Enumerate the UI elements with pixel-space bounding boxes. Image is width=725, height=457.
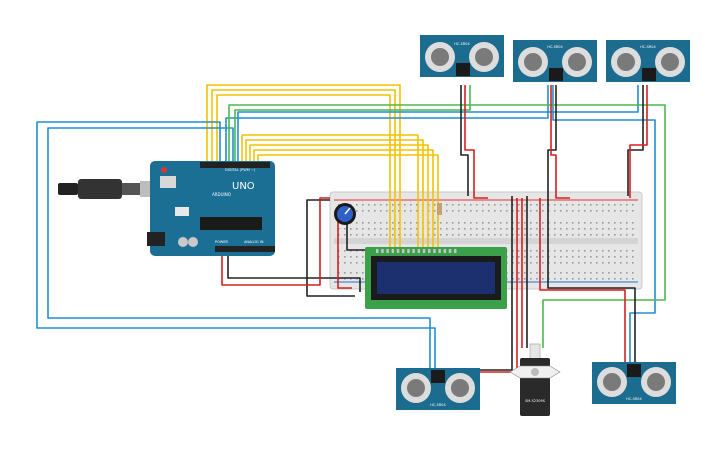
- sensor-label: HC-SR04: [640, 45, 656, 49]
- green-wires[interactable]: [228, 85, 666, 348]
- sensor-label: HC-SR04: [430, 403, 446, 407]
- ultrasonic-sensor-top-middle[interactable]: HC-SR04: [513, 40, 597, 82]
- sensor-label: HC-SR04: [547, 45, 563, 49]
- yellow-wires[interactable]: [206, 84, 439, 247]
- servo-motor[interactable]: SM-S2309S: [509, 343, 561, 416]
- digital-header-label: DIGITAL (PWM ~): [225, 168, 256, 172]
- sensor-label: HC-SR04: [626, 397, 642, 401]
- microcontroller-chip: [200, 217, 262, 230]
- ultrasonic-sensor-top-right[interactable]: HC-SR04: [606, 40, 690, 82]
- servo-label: SM-S2309S: [525, 399, 546, 403]
- ultrasonic-sensor-bottom-right[interactable]: HC-SR04: [592, 362, 676, 404]
- arduino-board[interactable]: UNO ARDUINO DIGITAL (PWM ~) POWER ANALOG…: [147, 161, 275, 256]
- reset-button-housing: [160, 176, 176, 188]
- analog-header-label: ANALOG IN: [244, 240, 264, 244]
- reset-button[interactable]: [161, 167, 167, 173]
- power-wires[interactable]: [221, 85, 648, 373]
- wires: [36, 84, 666, 373]
- arduino-brand-label: UNO: [232, 181, 255, 192]
- potentiometer[interactable]: [334, 203, 356, 225]
- capacitor-1: [178, 237, 188, 247]
- sensor-label: HC-SR04: [454, 42, 470, 46]
- lcd-screen: [377, 262, 495, 294]
- blue-wires[interactable]: [36, 85, 656, 370]
- usb-cable: [58, 179, 160, 199]
- power-header-label: POWER: [215, 240, 229, 244]
- lcd-display[interactable]: [365, 247, 507, 309]
- capacitor-2: [188, 237, 198, 247]
- ultrasonic-sensor-bottom-left[interactable]: HC-SR04: [396, 368, 480, 410]
- ultrasonic-sensor-top-left[interactable]: HC-SR04: [420, 35, 504, 77]
- power-jack: [147, 232, 165, 246]
- arduino-sub-label: ARDUINO: [212, 192, 231, 197]
- resistor: [437, 203, 442, 215]
- crystal: [175, 207, 189, 216]
